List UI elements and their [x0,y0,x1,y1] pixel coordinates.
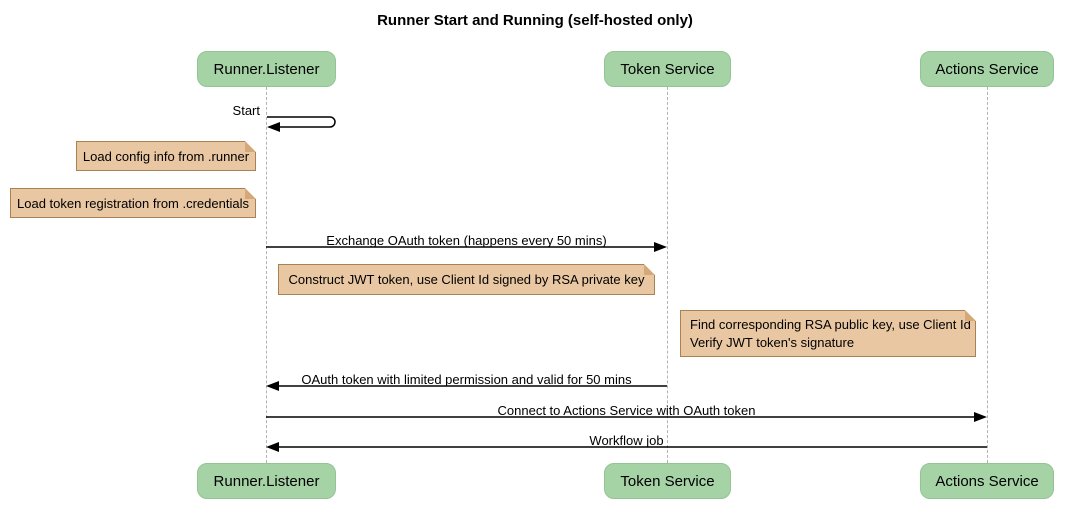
note-text-line1: Find corresponding RSA public key, use C… [690,317,971,332]
note-text: Load config info from .runner [82,148,250,164]
participant-actions-service-top: Actions Service [920,51,1054,87]
note-text-line2: Verify JWT token's signature [690,335,855,350]
participant-label: Token Service [620,60,715,78]
message-workflow-label: Workflow job [589,433,664,448]
message-exchange-oauth-label: Exchange OAuth token (happens every 50 m… [326,233,607,248]
participant-label: Actions Service [935,60,1039,78]
note-fold-icon [965,310,976,321]
lifeline-actions-service [987,87,988,463]
note-load-token-registration: Load token registration from .credential… [10,188,256,218]
lifeline-runner-listener [266,87,267,463]
participant-label: Runner.Listener [213,60,320,78]
participant-token-service-bottom: Token Service [604,463,731,499]
participant-actions-service-bottom: Actions Service [920,463,1054,499]
self-message-start-label: Start [232,103,260,118]
note-text: Construct JWT token, use Client Id signe… [288,272,645,287]
note-fold-icon [245,141,256,152]
participant-runner-listener-bottom: Runner.Listener [197,463,336,499]
lifeline-token-service [667,87,668,463]
message-connect-label: Connect to Actions Service with OAuth to… [497,403,756,418]
participant-runner-listener-top: Runner.Listener [197,51,336,87]
participant-token-service-top: Token Service [604,51,731,87]
diagram-title: Runner Start and Running (self-hosted on… [377,12,693,29]
participant-label: Token Service [620,472,715,490]
self-message-start-arrow [267,116,336,128]
message-oauth-return-label: OAuth token with limited permission and … [301,372,632,387]
participant-label: Runner.Listener [213,472,320,490]
participant-label: Actions Service [935,472,1039,490]
note-text: Load token registration from .credential… [17,195,249,211]
note-load-config: Load config info from .runner [76,141,256,171]
self-message-start-arrowhead [267,122,280,132]
note-construct-jwt: Construct JWT token, use Client Id signe… [278,264,655,295]
note-find-rsa: Find corresponding RSA public key, use C… [680,310,976,357]
note-fold-icon [245,188,256,199]
note-fold-icon [644,264,655,275]
